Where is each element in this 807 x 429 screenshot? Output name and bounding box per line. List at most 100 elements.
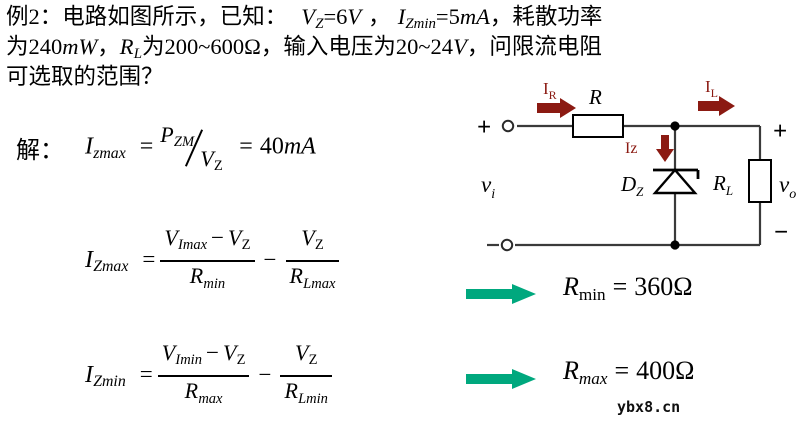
circuit-diagram: IR IL Iz R RL DZ vi vo + + −: [455, 75, 807, 265]
eq3-f1-num-vimin: V: [161, 340, 176, 365]
eq3-f2-den-rlmin-sub: Lmin: [298, 390, 328, 407]
label-vi-sub: i: [491, 187, 495, 202]
problem-text-question: ，问限流电阻: [466, 34, 602, 59]
label-vo: vo: [779, 172, 796, 202]
label-il: IL: [705, 77, 718, 100]
label-ir: IR: [543, 79, 557, 102]
label-il-sub: L: [711, 86, 718, 100]
label-il-symbol: I: [705, 77, 711, 96]
eq1-den: V: [200, 146, 214, 171]
right-arrow-icon: [466, 284, 536, 304]
junction-dot-icon-top: [670, 121, 680, 131]
current-arrow-down-icon-iz: [656, 135, 674, 162]
eq2-f2-num-vz: V: [301, 225, 315, 250]
result-arrow-rmin: [466, 283, 538, 305]
eq1-lhs-sub: zmax: [93, 145, 126, 163]
label-rl: RL: [712, 171, 733, 198]
label-r: R: [588, 85, 602, 109]
solution-label: 解：: [16, 138, 64, 164]
result-rmin-sub: min: [578, 285, 606, 305]
eq1-den-sub: Z: [213, 158, 223, 175]
result-arrow-rmax: [466, 368, 538, 390]
problem-text-intro: 例2：电路如图所示，已知：: [6, 4, 288, 29]
problem-line-1: 例2：电路如图所示，已知：VZ=6V，IZmin=5mA，耗散功率: [6, 2, 796, 32]
eq1-equals: =: [139, 133, 154, 160]
eq3-operator-minus: −: [258, 361, 272, 387]
eq3-f2-num-vz: V: [294, 340, 309, 365]
zener-diode-icon: [652, 168, 700, 195]
eq3-lhs: I: [85, 361, 93, 388]
eq1-slashed-fraction: PZM VZ: [160, 122, 232, 175]
eq3-lhs-sub: Zmin: [93, 373, 126, 391]
result-rmax-equals: =: [614, 356, 630, 385]
result-rmax-unit: Ω: [675, 356, 695, 385]
circuit-wires: [487, 124, 762, 247]
polarity-minus-output: −: [774, 219, 788, 246]
eq2-f1-den-rmin: R: [189, 263, 204, 289]
eq2-f2-num-vz-sub: Z: [314, 237, 324, 254]
unit-volt: V: [347, 4, 362, 29]
result-rmin-equals: =: [612, 272, 628, 301]
eq3-f1-num-vz-sub: Z: [236, 352, 246, 369]
symbol-izmin-sub: Zmin: [405, 16, 436, 33]
fraction-rule: [157, 375, 250, 378]
symbol-vz: V: [301, 4, 316, 29]
eq1-num: P: [160, 122, 174, 147]
result-rmax-value: 400: [636, 356, 676, 385]
problem-line-3: 可选取的范围？: [6, 62, 796, 92]
label-iz: Iz: [625, 140, 637, 157]
label-vi: vi: [481, 172, 495, 202]
polarity-plus-output: +: [773, 118, 787, 145]
power-value: 为240: [6, 34, 63, 59]
junction-dot-icon-bottom: [670, 240, 680, 250]
label-vi-symbol: v: [481, 172, 492, 197]
current-arrow-icon-ir: [537, 98, 576, 118]
unit-volt-2: V: [453, 34, 467, 59]
watermark: ybx8.cn: [617, 398, 681, 416]
eq3-f1-num-vimin-sub: Imin: [175, 352, 202, 369]
eq3-f1-minus: −: [205, 340, 219, 365]
result-rmin-unit: Ω: [673, 272, 693, 301]
comma-2: ，: [97, 34, 120, 59]
right-arrow-icon: [466, 369, 536, 389]
symbol-rl: R: [119, 34, 134, 59]
problem-statement: 例2：电路如图所示，已知：VZ=6V，IZmin=5mA，耗散功率 为240mW…: [6, 2, 796, 92]
unit-milliamp: mA: [459, 4, 490, 29]
fraction-rule: [280, 375, 332, 378]
result-rmax-sub: max: [578, 369, 608, 389]
eq1-num-sub: ZM: [173, 134, 195, 151]
label-ir-sub: R: [549, 88, 557, 102]
problem-line-2: 为240mW，RL为200~600Ω，输入电压为20~24V，问限流电阻: [6, 32, 796, 62]
eq1-equals-2: =: [239, 133, 253, 160]
eq2-f1-minus: −: [211, 225, 225, 250]
eq2-operator-minus: −: [263, 246, 277, 272]
eq3-f1-den-rmax-sub: max: [198, 390, 223, 407]
eq2-lhs: I: [85, 246, 93, 273]
result-rmin-value: 360: [634, 272, 674, 301]
symbol-vz-sub: Z: [315, 16, 324, 33]
eq2-f2-den-rlmax-sub: Lmax: [303, 275, 336, 292]
eq2-f1-num-vimax: V: [164, 225, 178, 250]
label-rl-sub: L: [725, 183, 733, 198]
eq1-lhs: I: [85, 133, 93, 160]
rl-range-text: 为200~600Ω，输入电压为20~24: [141, 34, 454, 59]
label-dz-symbol: D: [620, 172, 636, 196]
label-vo-symbol: v: [779, 172, 790, 197]
label-dz-sub: Z: [636, 184, 644, 199]
eq2-lhs-sub: Zmax: [93, 258, 129, 276]
label-vo-sub: o: [789, 187, 796, 202]
eq2-f1-num-vz-sub: Z: [241, 237, 251, 254]
result-rmax: Rmax=400Ω: [563, 356, 694, 389]
eq2-f1-num-vimax-sub: Imax: [178, 237, 208, 254]
result-rmin-symbol: R: [563, 272, 579, 301]
value-izmin-eq: =5: [435, 4, 460, 29]
resistor-icon-r: [572, 114, 624, 138]
comma-1: ，: [368, 4, 391, 29]
symbol-rl-sub: L: [133, 46, 142, 63]
symbol-izmin: I: [397, 4, 406, 29]
eq2-equals: =: [142, 246, 156, 272]
